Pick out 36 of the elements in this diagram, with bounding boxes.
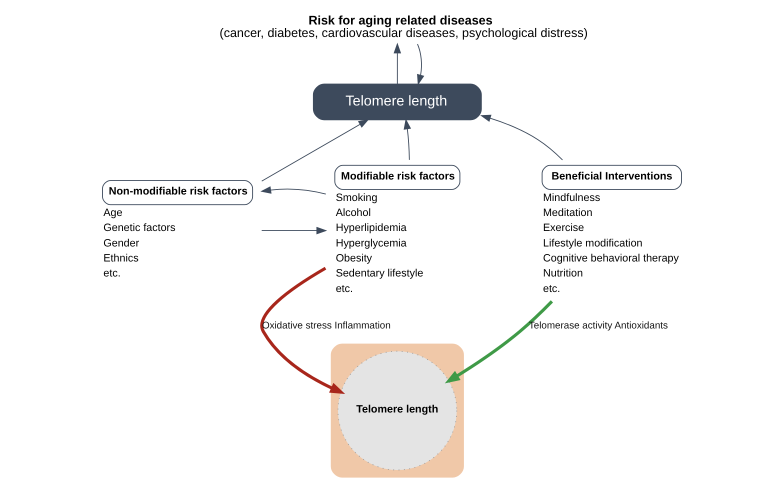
node-label: Genetic factors bbox=[103, 222, 176, 234]
arrow bbox=[260, 266, 346, 394]
node-label: etc. bbox=[543, 282, 560, 295]
arrow bbox=[404, 118, 412, 160]
node-text: Risk for aging related diseases (cancer, diabetes, cardiovascular diseases, psychological distress) bbox=[220, 13, 588, 40]
arrow bbox=[444, 300, 554, 384]
arrow bbox=[260, 186, 326, 195]
node-label: Obesity bbox=[336, 252, 372, 265]
node-label: Meditation bbox=[543, 206, 592, 219]
arrow bbox=[261, 119, 370, 182]
arrow bbox=[417, 44, 424, 86]
node-label: Mindfulness bbox=[543, 192, 600, 204]
node-label: etc. bbox=[103, 268, 121, 280]
node-box: Telomere length bbox=[312, 84, 482, 120]
node-label: Ethnics bbox=[103, 252, 139, 265]
edge-label: Telomerase activity Antioxidants bbox=[528, 320, 668, 332]
node-label: Lifestyle modification bbox=[543, 237, 642, 250]
node-label: Gender bbox=[103, 237, 140, 250]
node-label: Cognitive behavioral therapy bbox=[543, 252, 679, 265]
arrow bbox=[480, 114, 563, 160]
node-label: Age bbox=[103, 206, 122, 219]
node-label: Exercise bbox=[543, 222, 584, 234]
node-label: Hyperlipidemia bbox=[336, 222, 407, 234]
node-label: Sedentary lifestyle bbox=[336, 268, 424, 280]
cluster bbox=[330, 344, 464, 478]
node-box: Modifiable risk factors bbox=[334, 164, 460, 190]
node-box: Non-modifiable risk factors bbox=[102, 180, 254, 206]
node-box: Beneficial Interventions bbox=[542, 164, 682, 190]
arrow bbox=[394, 42, 402, 84]
node-label: Alcohol bbox=[336, 206, 371, 219]
node-label: etc. bbox=[336, 282, 353, 295]
node-circle: Telomere length bbox=[338, 350, 458, 470]
node-label: Hyperglycemia bbox=[336, 237, 407, 250]
arrow bbox=[261, 226, 328, 234]
node-label: Nutrition bbox=[543, 268, 583, 280]
node-label: Smoking bbox=[336, 192, 378, 204]
